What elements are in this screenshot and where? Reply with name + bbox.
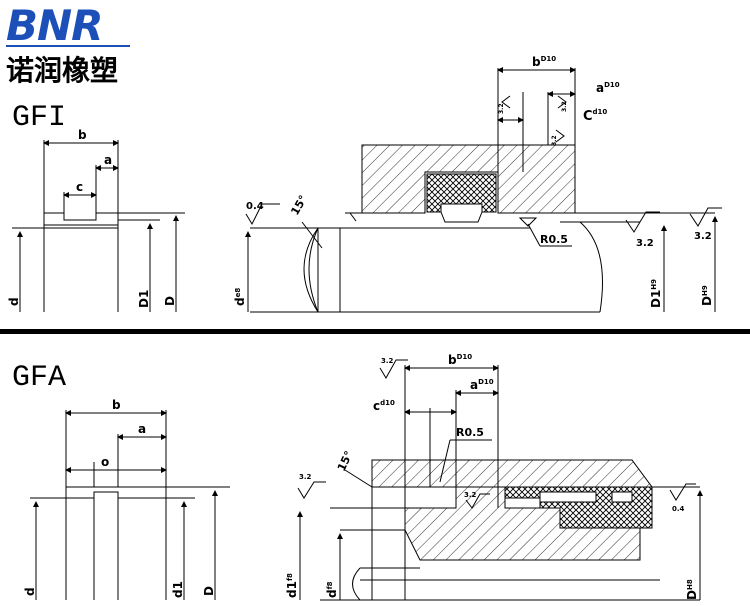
gfa-radius-label: R0.5	[456, 426, 484, 439]
gfi-seal	[426, 173, 497, 213]
roughness-symbol	[297, 481, 326, 499]
gfa-asm-label-d1: d1f8	[285, 573, 299, 598]
gfi-label-d: d	[7, 297, 21, 306]
gfa-profile-outline	[65, 486, 167, 499]
gfa-label-b: b	[112, 398, 121, 412]
gfi-asm-label-c: Cd10	[583, 108, 607, 124]
gfa-label-a: a	[138, 422, 146, 436]
gfi-roughness-small-3: 3.2	[551, 135, 558, 146]
gfi-profile-outline	[43, 212, 119, 226]
gfi-asm-label-a: aD10	[596, 81, 620, 95]
gfi-profile-drawing	[12, 140, 185, 312]
gfa-asm-label-a: aD10	[470, 378, 494, 392]
gfa-label-d1: d1	[171, 581, 185, 598]
gfi-label-D: D	[163, 296, 177, 306]
gfa-roughness-mid: 3.2	[464, 491, 477, 499]
roughness-symbol	[669, 483, 696, 501]
gfi-asm-label-b: bD10	[532, 55, 556, 69]
gfa-asm-label-c: cd10	[373, 399, 395, 413]
gfa-housing	[371, 459, 653, 488]
gfi-label-c: c	[76, 180, 83, 194]
gfa-roughness-right: 0.4	[672, 505, 685, 513]
roughness-symbol-small	[555, 129, 565, 143]
gfi-roughness-small-1: 3.2	[498, 103, 505, 114]
gfa-asm-label-D: DH8	[685, 579, 699, 600]
roughness-symbol-small	[557, 95, 567, 109]
gfi-roughness-left: 0.4	[246, 201, 264, 212]
gfi-title: GFI	[12, 101, 66, 135]
gfi-roughness-2: 3.2	[694, 231, 712, 242]
gfi-asm-label-D1: D1H9	[649, 279, 663, 308]
brand-logo: BNR 诺润橡塑	[6, 1, 130, 87]
gfa-roughness-left: 3.2	[299, 473, 312, 481]
gfi-asm-label-d: de8	[233, 288, 247, 306]
gfa-label-D: D	[202, 586, 216, 596]
gfa-roughness-symbols	[297, 359, 696, 509]
gfa-profile-drawing	[30, 410, 230, 600]
roughness-symbol	[245, 203, 280, 226]
gfi-asm-label-D: DH9	[700, 285, 714, 306]
logo-text: BNR	[6, 1, 103, 50]
company-name: 诺润橡塑	[6, 54, 118, 87]
gfi-label-b: b	[78, 128, 87, 142]
roughness-symbol-small	[501, 95, 511, 109]
gfi-label-a: a	[104, 153, 112, 167]
gfa-label-d: d	[23, 587, 37, 596]
gfi-roughness-small-2: 3.2	[561, 101, 568, 112]
gfi-roughness-symbols	[245, 95, 722, 233]
gfi-roughness-1: 3.2	[636, 238, 654, 249]
roughness-symbol	[625, 211, 660, 233]
roughness-symbol	[465, 493, 490, 509]
gfa-title: GFA	[12, 361, 66, 395]
gfa-angle-label: 15°	[335, 449, 356, 473]
gfa-label-o: o	[101, 455, 109, 469]
roughness-symbol	[689, 207, 722, 227]
gfi-angle-label: 15°	[288, 193, 310, 218]
section-divider	[0, 329, 750, 334]
roughness-symbol-small	[518, 217, 538, 227]
gfa-asm-label-b: bD10	[448, 353, 472, 367]
gfi-assembly-drawing	[245, 67, 718, 313]
gfa-roughness-top: 3.2	[381, 357, 394, 365]
gfa-asm-label-d: df8	[325, 581, 339, 598]
gfi-radius-label: R0.5	[540, 233, 568, 246]
roughness-symbol	[379, 359, 408, 379]
gfa-assembly-drawing	[297, 365, 703, 601]
gfi-label-D1: D1	[137, 290, 151, 308]
